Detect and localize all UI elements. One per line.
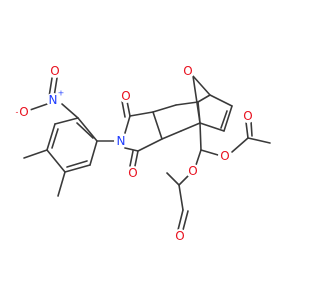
bond: [197, 94, 211, 103]
bond: [121, 100, 126, 118]
imide-carbonyl-top-oxygen-label: O: [121, 89, 130, 103]
bond: [129, 111, 154, 117]
bond: [64, 164, 91, 173]
acetyl-carbonyl-left-oxygen-label: O: [175, 229, 184, 243]
bond: [77, 117, 98, 142]
bond: [177, 209, 184, 231]
nitro-nitrogen-charge: +: [58, 89, 65, 98]
bond: [48, 77, 53, 98]
bond: [175, 101, 199, 106]
bond: [223, 105, 233, 132]
acetal-oxygen-left-label: O: [188, 164, 197, 178]
bond: [23, 149, 48, 159]
diagram-canvas: O N O O N + O - O O O O: [15, 64, 271, 243]
bond: [126, 100, 131, 117]
bond: [134, 150, 139, 167]
bond: [180, 122, 201, 132]
bond: [89, 140, 98, 166]
bond: [152, 104, 177, 113]
bond: [220, 110, 228, 129]
bond: [29, 102, 51, 111]
bond: [61, 103, 79, 119]
bond: [195, 149, 202, 166]
bond: [209, 94, 233, 107]
imide-carbonyl-bottom-oxygen-label: O: [128, 166, 137, 180]
bond: [250, 120, 253, 137]
bond: [76, 122, 94, 139]
bond: [124, 147, 139, 152]
bond: [152, 111, 163, 140]
molecule-structure: O N O O N + O - O O O O: [16, 64, 271, 243]
bond: [178, 175, 189, 186]
atom-labels: O N O O N + O - O O O O: [16, 64, 255, 243]
bond: [166, 172, 180, 186]
bond: [192, 75, 201, 124]
bond: [161, 130, 182, 140]
nitro-oxygen-minus-label: O: [19, 105, 28, 119]
bonds: [23, 75, 271, 231]
imide-nitrogen-label: N: [117, 134, 126, 148]
bond: [51, 128, 59, 149]
bond: [124, 115, 131, 134]
acetal-oxygen-right-label: O: [220, 149, 229, 163]
bond: [200, 149, 219, 156]
bond: [46, 123, 56, 151]
bond: [192, 75, 211, 96]
bond: [54, 117, 79, 125]
bond: [46, 149, 66, 173]
bond: [57, 171, 66, 197]
nitro-oxygen-minus-charge: -: [16, 108, 19, 117]
bond: [182, 210, 189, 231]
nitro-oxygen-double-label: O: [50, 64, 59, 78]
bond: [66, 160, 88, 168]
bond: [137, 138, 163, 152]
bond: [178, 184, 184, 211]
bond: [199, 122, 225, 132]
acetyl-carbonyl-right-oxygen-label: O: [243, 109, 252, 123]
bond: [247, 137, 271, 144]
nitro-nitrogen-label: N: [49, 93, 58, 107]
bridge-oxygen-label: O: [183, 64, 192, 78]
bond: [245, 121, 249, 139]
bond: [231, 137, 249, 153]
bond: [199, 122, 202, 151]
bond: [129, 150, 134, 167]
